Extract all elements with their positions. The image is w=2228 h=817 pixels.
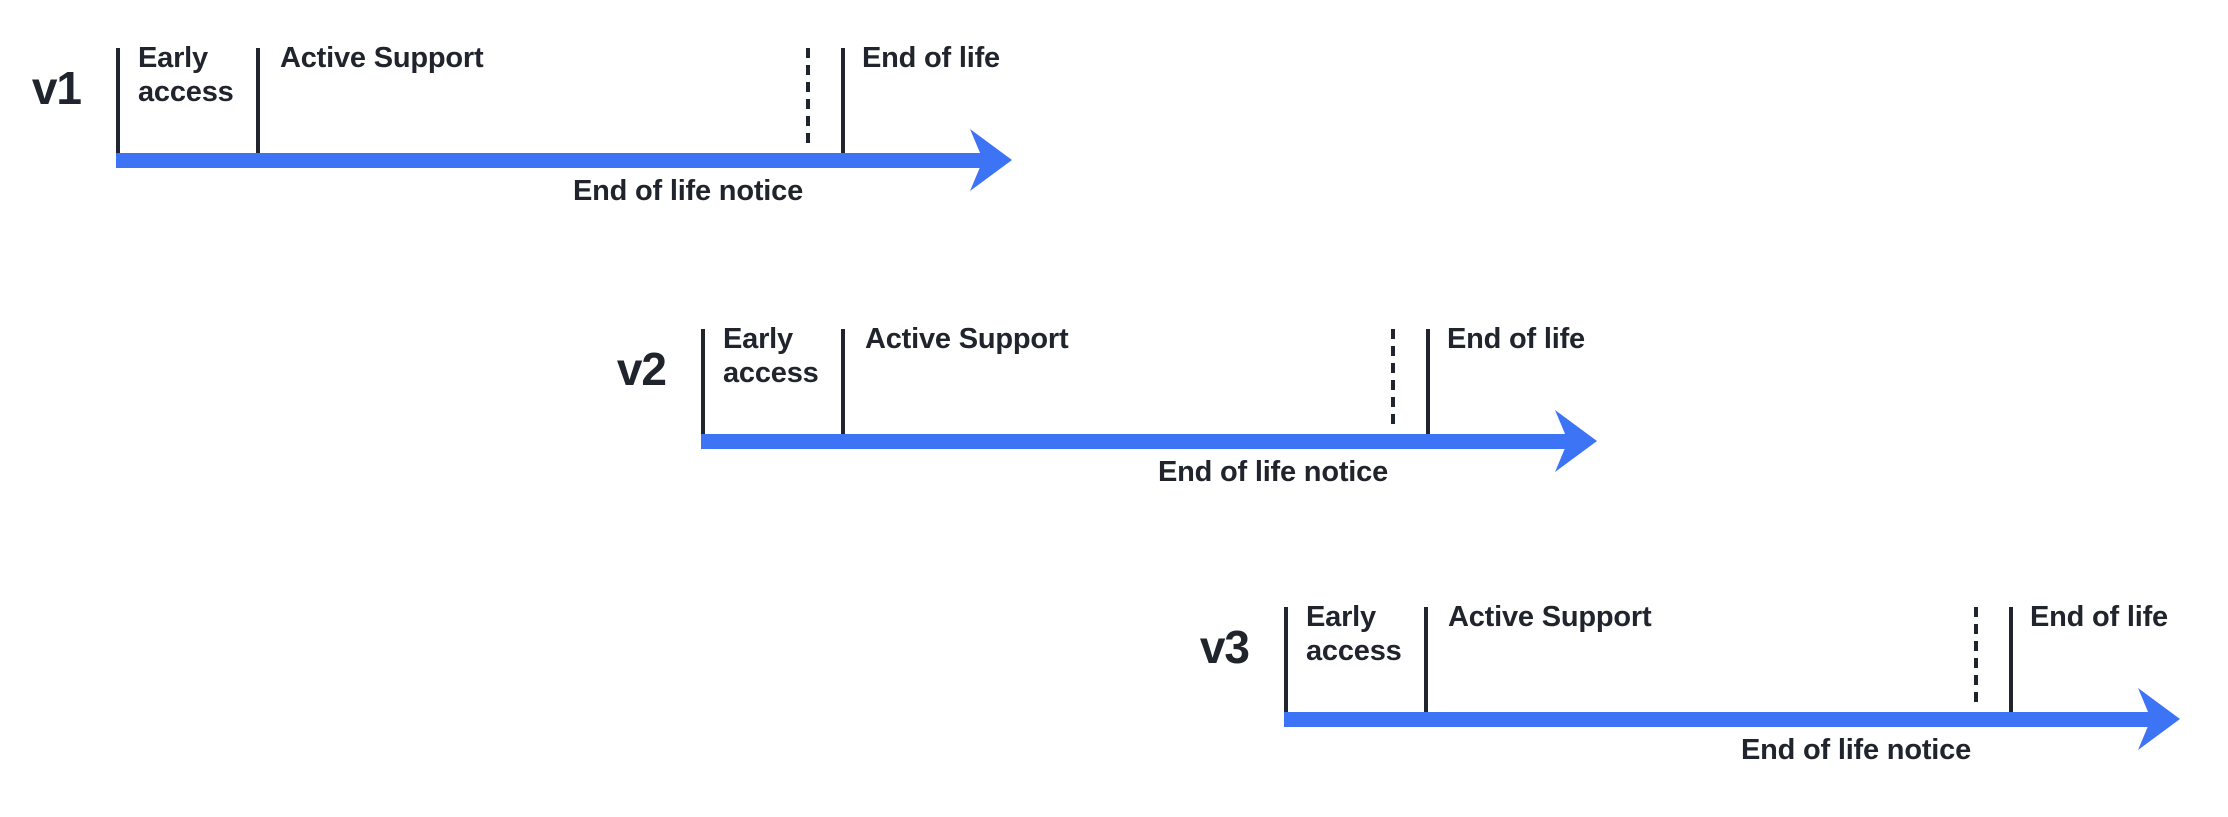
early-access-tick bbox=[116, 48, 120, 153]
timeline-arrow-bar bbox=[1284, 712, 2154, 727]
active-support-label: Active Support bbox=[865, 323, 1069, 355]
early-access-tick bbox=[701, 329, 705, 434]
timeline-v1: v1 Early access Active Support End of li… bbox=[18, 42, 1028, 258]
end-of-life-tick bbox=[841, 48, 845, 153]
eol-notice-dashed-line bbox=[1391, 329, 1395, 429]
timeline-arrow-bar bbox=[116, 153, 986, 168]
early-access-tick bbox=[1284, 607, 1288, 712]
early-access-label: Early access bbox=[723, 323, 819, 389]
end-of-life-tick bbox=[1426, 329, 1430, 434]
eol-notice-label: End of life notice bbox=[1740, 734, 1971, 766]
active-support-tick bbox=[256, 48, 260, 153]
active-support-label: Active Support bbox=[280, 42, 484, 74]
version-label: v2 bbox=[616, 343, 667, 395]
active-support-label: Active Support bbox=[1448, 601, 1652, 633]
eol-notice-label: End of life notice bbox=[572, 175, 803, 207]
end-of-life-label: End of life bbox=[862, 42, 1000, 74]
timeline-v3: v3 Early access Active Support End of li… bbox=[1186, 601, 2196, 817]
version-label: v3 bbox=[1199, 621, 1250, 673]
timeline-arrowhead-icon bbox=[1555, 410, 1597, 472]
version-label: v1 bbox=[31, 62, 82, 114]
active-support-tick bbox=[1424, 607, 1428, 712]
end-of-life-label: End of life bbox=[1447, 323, 1585, 355]
eol-notice-label: End of life notice bbox=[1157, 456, 1388, 488]
eol-notice-dashed-line bbox=[1974, 607, 1978, 707]
early-access-label: Early access bbox=[1306, 601, 1402, 667]
end-of-life-label: End of life bbox=[2030, 601, 2168, 633]
timeline-arrow-bar bbox=[701, 434, 1571, 449]
eol-notice-dashed-line bbox=[806, 48, 810, 148]
active-support-tick bbox=[841, 329, 845, 434]
early-access-label: Early access bbox=[138, 42, 234, 108]
timeline-arrowhead-icon bbox=[970, 129, 1012, 191]
end-of-life-tick bbox=[2009, 607, 2013, 712]
timeline-v2: v2 Early access Active Support End of li… bbox=[603, 323, 1613, 539]
timeline-arrowhead-icon bbox=[2138, 688, 2180, 750]
